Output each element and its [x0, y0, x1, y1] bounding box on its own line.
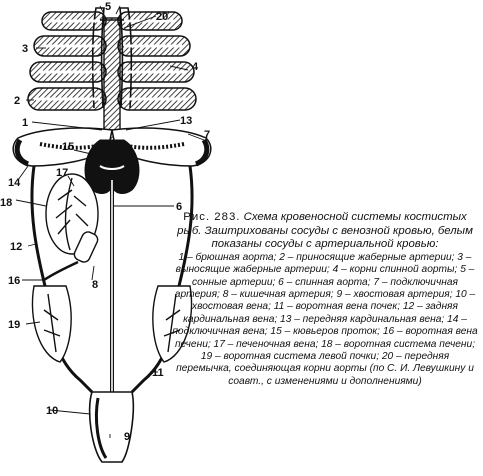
label-8: 8 [92, 279, 98, 291]
label-3: 3 [22, 43, 28, 55]
gill-arches-right [117, 11, 197, 111]
kidneys [31, 285, 193, 363]
label-7: 7 [204, 129, 210, 141]
label-9: 9 [124, 431, 130, 443]
efferent-branchial-arteries [36, 19, 188, 101]
caption-title: Рис. 283. Схема кровеносной системы кост… [172, 211, 478, 252]
caudal-vessels [88, 391, 135, 463]
label-11: 11 [152, 367, 164, 379]
number-labels: 5 20 3 4 2 1 13 7 15 14 17 18 6 12 16 8 … [0, 1, 210, 443]
leader-lines [15, 5, 205, 438]
caption-legend: 1 – брюшная аорта; 2 – приносящие жаберн… [172, 251, 478, 387]
figure-label: Рис. 283. [183, 211, 241, 223]
ventral-aorta [103, 17, 121, 147]
label-14: 14 [8, 177, 21, 189]
label-19: 19 [8, 319, 20, 331]
label-17: 17 [56, 167, 68, 179]
label-10: 10 [46, 405, 58, 417]
label-2: 2 [14, 95, 20, 107]
label-18: 18 [0, 197, 12, 209]
hepatic-portal-vein [43, 260, 79, 282]
label-4: 4 [192, 61, 199, 73]
caption-title-text: Схема кровеносной системы костистых рыб.… [177, 211, 473, 251]
figure-caption: Рис. 283. Схема кровеносной системы кост… [172, 211, 478, 388]
label-1: 1 [22, 117, 28, 129]
label-12: 12 [10, 241, 22, 253]
intestine [73, 231, 99, 263]
label-13: 13 [180, 115, 192, 127]
label-20: 20 [156, 11, 168, 23]
gill-arches-left [27, 11, 107, 111]
label-6: 6 [176, 201, 182, 213]
label-15: 15 [62, 141, 74, 153]
label-5: 5 [105, 1, 111, 13]
label-16: 16 [8, 275, 20, 287]
